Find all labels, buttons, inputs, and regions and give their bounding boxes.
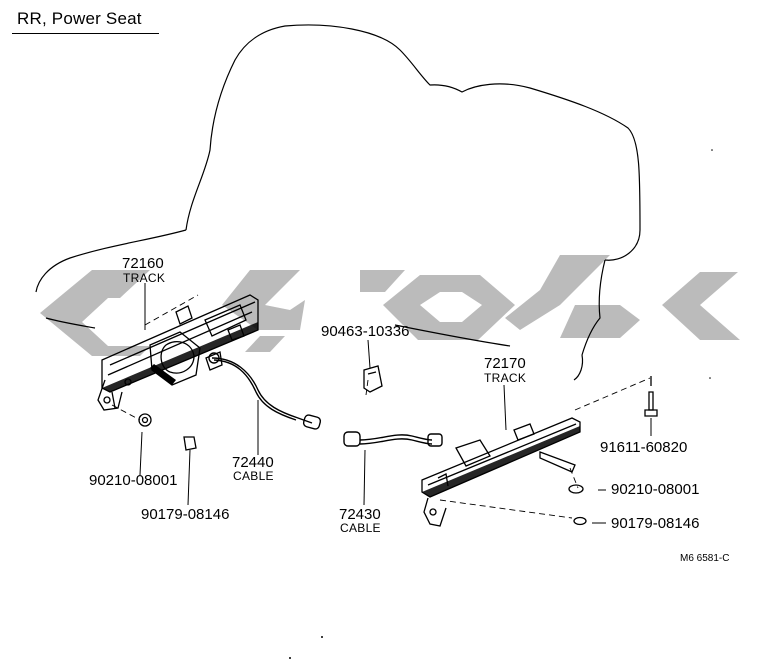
part-91611-number: 91611-60820 xyxy=(600,439,688,456)
hardware-drawing xyxy=(138,413,587,526)
seat-outline xyxy=(35,24,641,381)
part-72170-number: 72170 xyxy=(484,355,526,372)
figure-code: M6 6581-C xyxy=(680,553,730,564)
part-72160-number: 72160 xyxy=(122,255,164,272)
nut-90463-drawing xyxy=(363,365,383,393)
part-72160-name: TRACK xyxy=(123,271,166,285)
part-90179-left-number: 90179-08146 xyxy=(141,506,230,523)
part-72430-number: 72430 xyxy=(339,506,381,523)
part-90210-left-number: 90210-08001 xyxy=(89,472,178,489)
leader-lines xyxy=(111,294,651,519)
bolt-91611-drawing xyxy=(644,376,658,417)
watermark-logo xyxy=(40,255,740,356)
part-90210-right-number: 90210-08001 xyxy=(611,481,700,498)
title-underline xyxy=(12,33,159,34)
track-72160-shading xyxy=(102,322,258,392)
part-90179-right-number: 90179-08146 xyxy=(611,515,700,532)
cable-72440-drawing xyxy=(208,352,322,430)
callout-lines xyxy=(139,283,652,524)
track-72170-drawing xyxy=(421,417,581,527)
diagram-title: RR, Power Seat xyxy=(17,9,142,28)
scan-specks xyxy=(289,149,713,659)
track-72170-shading xyxy=(422,426,580,497)
part-72440-name: CABLE xyxy=(233,469,274,483)
part-72430-name: CABLE xyxy=(340,521,381,535)
part-72170-name: TRACK xyxy=(484,371,527,385)
cable-72430-drawing xyxy=(343,431,443,447)
part-90463-number: 90463-10336 xyxy=(321,323,410,340)
part-72440-number: 72440 xyxy=(232,454,274,471)
